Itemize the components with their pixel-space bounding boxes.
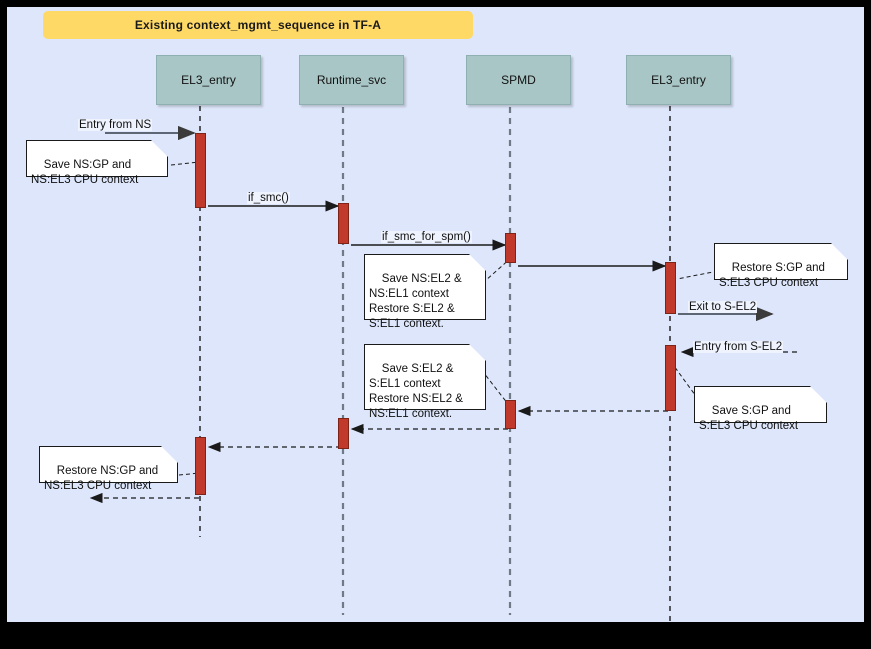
connector-note-save-ns-gp: [170, 161, 200, 166]
message-label-if-smc: if_smc(): [247, 192, 290, 204]
note-text: Save S:EL2 & S:EL1 context Restore NS:EL…: [369, 363, 463, 420]
note-save-s-el2: Save S:EL2 & S:EL1 context Restore NS:EL…: [364, 344, 486, 420]
activation-el3-entry-2-first: [665, 262, 676, 314]
sequence-diagram-canvas: Existing context_mgmt_sequence in TF-A: [7, 7, 864, 622]
activation-runtime-svc-2: [338, 418, 349, 449]
participant-spmd[interactable]: SPMD: [466, 55, 571, 105]
note-fold-corner: [831, 243, 848, 260]
note-fold-corner: [161, 446, 178, 463]
message-label-if-smc-for-spm: if_smc_for_spm(): [381, 231, 472, 243]
participant-label: EL3_entry: [651, 73, 706, 87]
note-text: Restore NS:GP and NS:EL3 CPU context: [44, 465, 159, 492]
note-save-s-gp: Save S:GP and S:EL3 CPU context: [694, 386, 827, 432]
connector-note-restore-s-gp: [676, 270, 719, 280]
activation-runtime-svc-1: [338, 203, 349, 244]
participant-runtime-svc[interactable]: Runtime_svc: [299, 55, 404, 105]
note-fold-corner: [151, 140, 168, 157]
message-arrows: [89, 125, 797, 504]
note-fold-corner: [810, 386, 827, 403]
participant-el3-entry-2[interactable]: EL3_entry: [626, 55, 731, 105]
page-title: Existing context_mgmt_sequence in TF-A: [134, 18, 382, 32]
diagram-vector-layer: [89, 96, 797, 622]
participant-label: Runtime_svc: [316, 73, 387, 87]
note-text: Save NS:EL2 & NS:EL1 context Restore S:E…: [369, 273, 462, 330]
note-save-ns-gp: Save NS:GP and NS:EL3 CPU context: [26, 140, 168, 186]
participant-el3-entry-1[interactable]: EL3_entry: [156, 55, 261, 105]
note-restore-s-gp: Restore S:GP and S:EL3 CPU context: [714, 243, 848, 289]
diagram-title-band: Existing context_mgmt_sequence in TF-A: [43, 11, 473, 39]
message-label-exit-to-s-el2: Exit to S-EL2: [688, 301, 758, 313]
note-fold-corner: [469, 344, 486, 361]
note-text: Save NS:GP and NS:EL3 CPU context: [31, 159, 139, 186]
note-text: Restore S:GP and S:EL3 CPU context: [719, 262, 825, 289]
note-save-ns-el2: Save NS:EL2 & NS:EL1 context Restore S:E…: [364, 254, 486, 330]
note-restore-ns-gp: Restore NS:GP and NS:EL3 CPU context: [39, 446, 178, 492]
activation-spmd-1: [505, 233, 516, 263]
participant-label: SPMD: [501, 73, 536, 87]
note-fold-corner: [469, 254, 486, 271]
note-text: Save S:GP and S:EL3 CPU context: [699, 405, 799, 432]
activation-el3-entry-2-second: [665, 345, 676, 411]
activation-el3-entry-1: [195, 133, 206, 208]
activation-spmd-2: [505, 400, 516, 429]
activation-el3-entry-1-second: [195, 437, 206, 495]
message-label-entry-from-s-el2: Entry from S-EL2: [693, 341, 784, 353]
message-label-entry-from-ns: Entry from NS: [78, 119, 153, 131]
participant-label: EL3_entry: [181, 73, 236, 87]
